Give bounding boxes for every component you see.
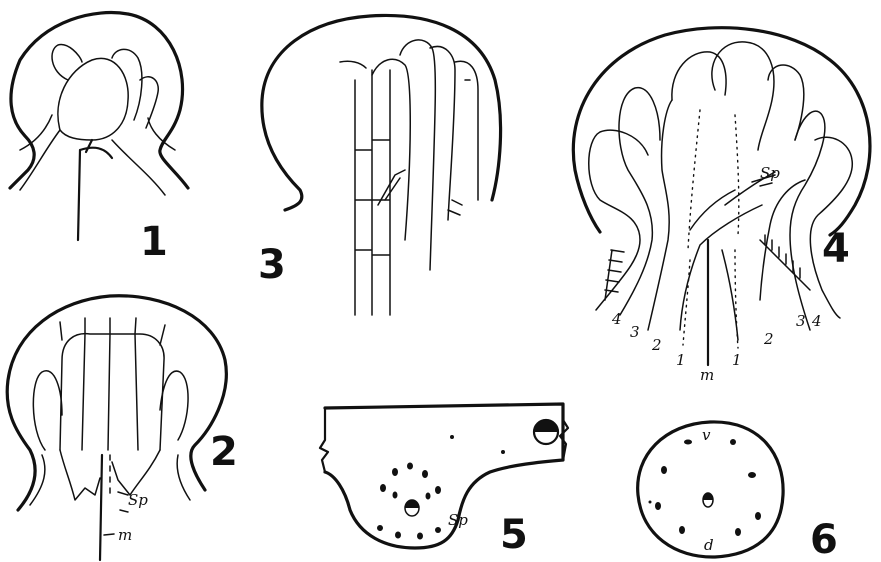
fig5-dot [417,533,423,540]
fig4-inner-lines [680,172,775,340]
fig4-label-m: m [700,366,714,384]
fig5-dot [380,484,386,492]
figure-2: Sp m 2 [7,296,238,560]
fig4-label-3-left: 3 [630,323,640,341]
fig3-number: 3 [258,242,286,288]
fig4-label-4-left: 4 [611,310,622,328]
fig2-label-m: m [118,526,132,544]
fig5-dot [392,468,398,476]
fig6-number: 6 [810,517,838,562]
fig5-broken-edges [320,404,568,472]
fig4-right-comb [760,235,810,290]
fig4-label-2-right: 2 [763,330,774,348]
fig2-m-pointer [104,534,114,535]
fig4-central-bud-left [672,52,726,100]
figure-3: 3 [258,15,501,315]
fig5-dot [435,527,441,533]
fig5-central-cell-fill [405,500,419,508]
fig5-dot [395,532,401,539]
fig6-dot [661,466,667,474]
fig2-stalk [100,455,102,560]
fig1-stalk [78,140,112,240]
fig4-label-1-right: 1 [732,351,742,369]
fig5-dot [501,450,505,454]
fig5-label-sp: Sp [448,511,468,529]
fig5-dot [422,470,428,478]
fig4-dotted-right [735,115,739,348]
fig1-central-bud [58,58,128,140]
figure-5: Sp 5 [320,404,568,558]
fig6-dot [755,512,761,520]
fig1-right-lobe-2 [140,77,158,128]
fig5-dot [426,493,431,500]
fig4-left-lobe-outer [589,130,648,310]
fig5-dot [393,492,398,499]
fig2-number: 2 [210,429,238,475]
fig3-bell [262,15,501,210]
fig6-dot [679,526,685,534]
fig6-dot [649,501,652,504]
fig1-bell [10,13,188,188]
fig4-label-sp: Sp [760,164,780,182]
fig6-dot [655,502,661,510]
fig1-inner-bell [20,115,175,150]
fig3-bud-1 [372,59,410,240]
fig2-label-sp: Sp [128,491,148,509]
fig2-core [60,334,164,450]
fig1-left-lobe [52,45,82,80]
figure-6: v d 6 [638,422,838,562]
figure-4: Sp 1 1 2 2 3 3 4 4 m 4 [573,28,870,384]
fig5-number: 5 [500,512,528,558]
fig1-number: 1 [140,219,168,265]
fig4-left-lobe-2 [619,88,660,315]
fig2-right-lobe [160,371,188,440]
fig4-number: 4 [822,226,850,272]
fig6-dot [735,528,741,536]
fig6-cell-dots [649,439,762,536]
fig3-bud-4 [455,61,478,200]
fig5-dot [407,463,413,470]
fig6-label-d: d [704,536,714,554]
fig5-large-cell-fill [534,420,558,432]
fig5-cell-dots [377,435,505,540]
fig4-label-4-right: 4 [811,312,822,330]
fig4-right-lobe-3 [790,111,825,330]
figure-1: 1 [10,13,188,265]
fig2-sp-pointer [118,492,128,512]
fig2-left-lobe [33,371,62,450]
fig6-dot [748,472,756,478]
fig4-central-bud [712,42,774,150]
fig6-dot [684,440,692,445]
fig1-right-arm [112,140,165,195]
fig6-label-v: v [702,426,711,444]
fig4-left-comb [605,250,624,300]
fig4-label-1-left: 1 [676,351,686,369]
fig5-dot [450,435,454,439]
fig4-label-2-left: 2 [651,336,662,354]
fig6-dot [730,439,736,445]
fig5-dot [377,525,383,531]
fig2-columns [60,318,165,450]
fig5-dot [435,486,441,494]
fig3-bud-5 [340,61,462,215]
fig4-label-3-right: 3 [796,312,806,330]
